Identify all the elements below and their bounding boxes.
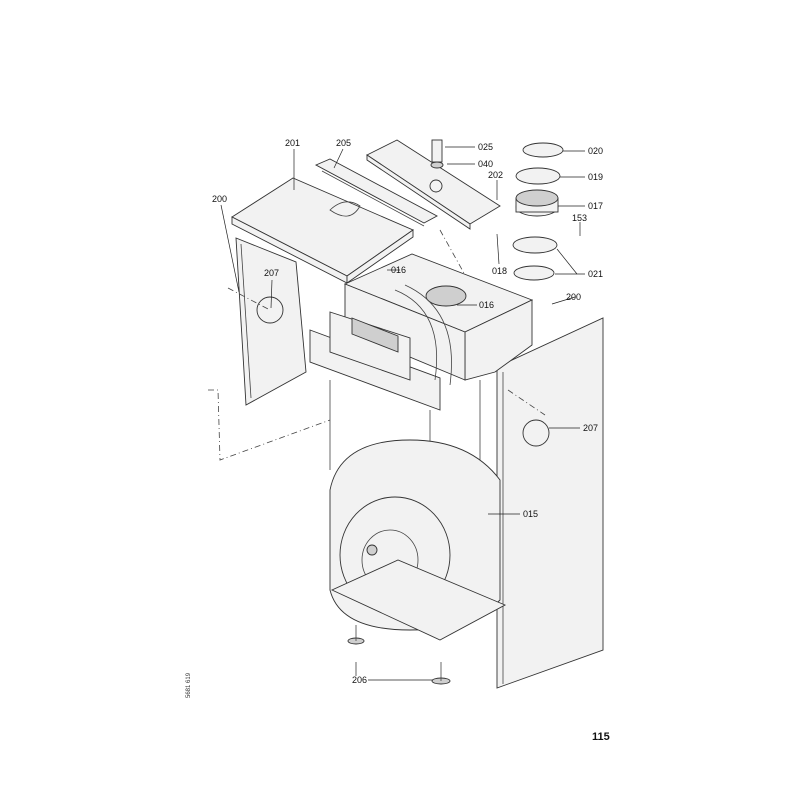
callout-016-lower: 016 [479, 300, 494, 310]
callout-020: 020 [588, 146, 603, 156]
alignment-lines [208, 229, 546, 461]
callout-200-left: 200 [212, 194, 227, 204]
callout-labels: 201 205 200 207 025 040 202 020 019 017 … [212, 138, 603, 685]
callout-018: 018 [492, 266, 507, 276]
callout-016-upper: 016 [391, 265, 406, 275]
callout-202: 202 [488, 170, 503, 180]
boiler-body [309, 253, 534, 480]
callout-040: 040 [478, 159, 493, 169]
strip-205 [314, 158, 438, 227]
callout-017: 017 [588, 201, 603, 211]
leader-lines [220, 146, 585, 681]
top-cover-panel-201 [231, 177, 414, 284]
page-number: 115 [592, 731, 610, 743]
hinge-detail-207 [256, 296, 550, 447]
callout-015: 015 [523, 509, 538, 519]
callout-207-left: 207 [264, 268, 279, 278]
callout-201: 201 [285, 138, 300, 148]
callout-207-right: 207 [583, 423, 598, 433]
right-side-panel-200 [496, 317, 604, 689]
flue-components [430, 139, 564, 281]
callout-153: 153 [572, 213, 587, 223]
callout-205: 205 [336, 138, 351, 148]
callout-200-right: 200 [566, 292, 581, 302]
plate-202 [366, 139, 501, 230]
document-code: 5681 619 [186, 672, 192, 698]
callout-025: 025 [478, 142, 493, 152]
callout-021: 021 [588, 269, 603, 279]
callout-206: 206 [352, 675, 367, 685]
storage-tank [329, 439, 507, 641]
callout-019: 019 [588, 172, 603, 182]
adjustable-feet-206 [347, 625, 451, 685]
